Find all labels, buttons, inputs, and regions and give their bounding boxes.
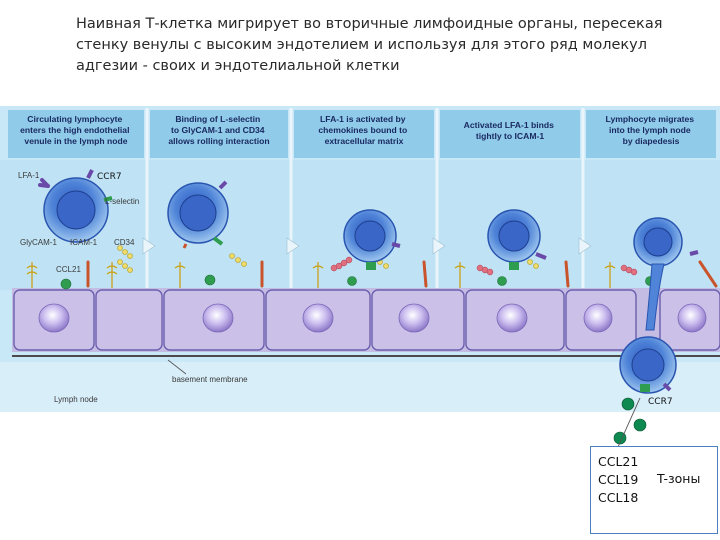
endothelial-nucleus	[677, 303, 707, 333]
lymphocyte-1	[38, 169, 113, 243]
chemokine-item: CCL21	[598, 454, 639, 469]
chemokine-box: CCL21 CCL19 CCL18 T-зоны	[590, 446, 718, 534]
surface-molecules	[26, 262, 616, 288]
panel-caption-5: Lymphocyte migrates into the lymph node …	[606, 114, 697, 146]
panel-header-4	[440, 110, 580, 158]
arrow-2	[286, 237, 300, 255]
lselectin-receptor	[103, 196, 113, 202]
glycam-molecule	[174, 262, 186, 288]
label-lfa1: LFA-1	[18, 171, 40, 180]
panel-headers	[8, 110, 716, 158]
ccr7-receptor	[86, 169, 94, 179]
panel-header-1	[8, 110, 144, 158]
endothelial-nucleus	[583, 303, 613, 333]
endothelial-nucleus	[302, 303, 334, 333]
endothelial-nucleus	[398, 303, 430, 333]
panel-separators	[145, 108, 585, 290]
panel-header-3	[294, 110, 434, 158]
chemokine-item: CCL18	[598, 490, 639, 505]
slide-title: Наивная Т-клетка мигрирует во вторичные …	[76, 16, 663, 74]
chemokine-list: CCL21 CCL19 CCL18	[598, 453, 638, 507]
glycam-molecule	[604, 262, 616, 288]
label-glycam: GlyCAM-1	[20, 238, 57, 247]
step-arrows	[142, 237, 592, 255]
endothelial-cell	[95, 289, 163, 351]
endothelium	[12, 288, 720, 357]
label-ccl21: CCL21	[56, 265, 81, 274]
label-ccr7-bottom: CCR7	[648, 397, 673, 407]
glycam-molecule	[26, 262, 38, 288]
lymphocyte-3	[343, 209, 401, 270]
label-icam: ICAM-1	[70, 238, 98, 247]
panel-caption-1: Circulating lymphocyte enters the high e…	[20, 114, 132, 146]
label-ccr7-top: CCR7	[97, 172, 122, 182]
panel-caption-3: LFA-1 is activated by chemokines bound t…	[318, 114, 409, 146]
label-lymph-node: Lymph node	[54, 395, 98, 404]
chemokine-chain	[330, 256, 638, 276]
arrow-3	[432, 237, 446, 255]
label-lselectin: L-selectin	[105, 197, 139, 206]
t-zone-label: T-зоны	[657, 471, 701, 486]
endothelial-nucleus	[496, 303, 528, 333]
endothelial-nucleus	[202, 303, 234, 333]
glycam-molecule	[312, 262, 324, 288]
label-basement: basement membrane	[172, 375, 248, 384]
lymphocyte-5-migrating	[619, 217, 699, 394]
label-cd34: CD34	[114, 238, 135, 247]
lfa1-receptor	[38, 178, 50, 188]
arrow-1	[142, 237, 156, 255]
lymphocyte-2	[167, 180, 229, 249]
panel-caption-2: Binding of L-selectin to GlyCAM-1 and CD…	[168, 114, 269, 146]
pointer-line	[617, 397, 641, 448]
glycam-molecule	[454, 262, 466, 288]
chemokine-item: CCL19	[598, 472, 639, 487]
panel-caption-4: Activated LFA-1 binds tightly to ICAM-1	[464, 120, 557, 141]
panel-header-5	[586, 110, 716, 158]
tissue-area	[0, 362, 720, 412]
panel-captions: Circulating lymphocyte enters the high e…	[20, 114, 697, 146]
arrow-4	[578, 237, 592, 255]
icam-rods	[86, 260, 718, 288]
lymphocyte-4	[487, 209, 547, 270]
glycam-molecule	[106, 262, 118, 288]
panel-header-2	[150, 110, 288, 158]
endothelial-nucleus	[38, 303, 70, 333]
